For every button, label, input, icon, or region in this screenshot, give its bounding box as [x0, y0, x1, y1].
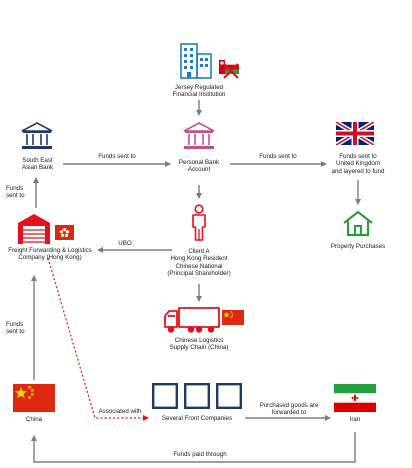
edge-label-line: Purchased goods are [259, 402, 319, 409]
bank-icon [20, 121, 54, 151]
edge-label-line: Funds [6, 185, 24, 192]
jersey-label-line: Financial Institution [172, 91, 226, 99]
iran-label: Iran [349, 416, 361, 423]
edge-label-china-to-freight: Funds sent to [6, 321, 36, 336]
edge-label-associated: Associated with [98, 408, 142, 415]
hong-kong-flag-icon [55, 225, 74, 240]
edge-label-line: sent to [6, 328, 25, 336]
edge-label-sea-to-personal: Funds sent to [98, 153, 136, 160]
arrow-iran-to-china [31, 432, 356, 463]
freight-label-line: Company (Hong Kong) [18, 254, 82, 262]
personal-bank-label-line: Personal Bank [178, 159, 220, 166]
edge-label-freight-to-sea: Funds sent to [6, 185, 36, 200]
china-label: China [25, 416, 43, 423]
front-company-box-icon [152, 383, 179, 410]
edge-label-front-to-iran: Purchased goods are forwarded to [246, 402, 332, 417]
edge-label-personal-to-uk: Funds sent to [259, 153, 297, 160]
front-company-box-icon [216, 383, 243, 410]
uk-label: Funds sent to United Kingdom and layered… [308, 153, 408, 175]
freight-label: Freight Forwarding & Logistics Company (… [0, 247, 100, 262]
front-label: Several Front Companies [161, 415, 233, 422]
logistics-label-line: Chinese Logistics [174, 337, 224, 344]
truck-icon [163, 306, 221, 334]
sea-bank-label: South East Asian Bank [0, 157, 75, 172]
edge-label-line: forwarded to [271, 409, 307, 417]
office-tower-icon [178, 40, 218, 80]
client-label: Client A Hong Kong Resident Chinese Nati… [154, 248, 244, 278]
house-icon [341, 210, 375, 237]
client-label-line: Chinese National [175, 262, 223, 270]
personal-bank-label-line: Account [187, 166, 211, 174]
china-flag-icon [13, 384, 55, 412]
bank-icon [182, 121, 216, 151]
edge-label-line: Funds [6, 321, 24, 328]
warehouse-icon [16, 211, 52, 245]
logistics-label: Chinese Logistics Supply Chain (China) [154, 337, 244, 352]
client-label-line: Hong Kong Resident [170, 255, 228, 263]
cross-icon [222, 62, 240, 80]
front-company-box-icon [184, 383, 211, 410]
uk-flag-icon [334, 120, 376, 147]
client-label-line: (Principal Shareholder) [167, 270, 231, 278]
jersey-label: Jersey Regulated Financial Institution [139, 84, 259, 99]
china-flag-icon [222, 310, 244, 325]
sea-bank-label-line: South East [22, 157, 53, 164]
uk-label-line: Funds sent to [339, 153, 377, 160]
iran-flag-icon [334, 384, 376, 412]
jersey-label-line: Jersey Regulated [174, 84, 224, 91]
sea-bank-label-line: Asian Bank [21, 164, 54, 172]
edge-label-line: sent to [6, 192, 25, 200]
edge-label-iran-to-china: Funds paid through [173, 451, 227, 458]
edge-label-ubo: UBO [118, 240, 132, 247]
freight-label-line: Freight Forwarding & Logistics [8, 247, 92, 254]
uk-label-line: and layered to fund [331, 167, 385, 175]
arrow-associated-with [47, 257, 149, 421]
uk-label-line: United Kingdom [335, 160, 381, 168]
personal-bank-label: Personal Bank Account [159, 159, 239, 174]
person-icon [189, 204, 209, 242]
property-label: Property Purchases [330, 243, 386, 250]
client-label-line: Client A [188, 248, 210, 255]
logistics-label-line: Supply Chain (China) [169, 344, 229, 352]
